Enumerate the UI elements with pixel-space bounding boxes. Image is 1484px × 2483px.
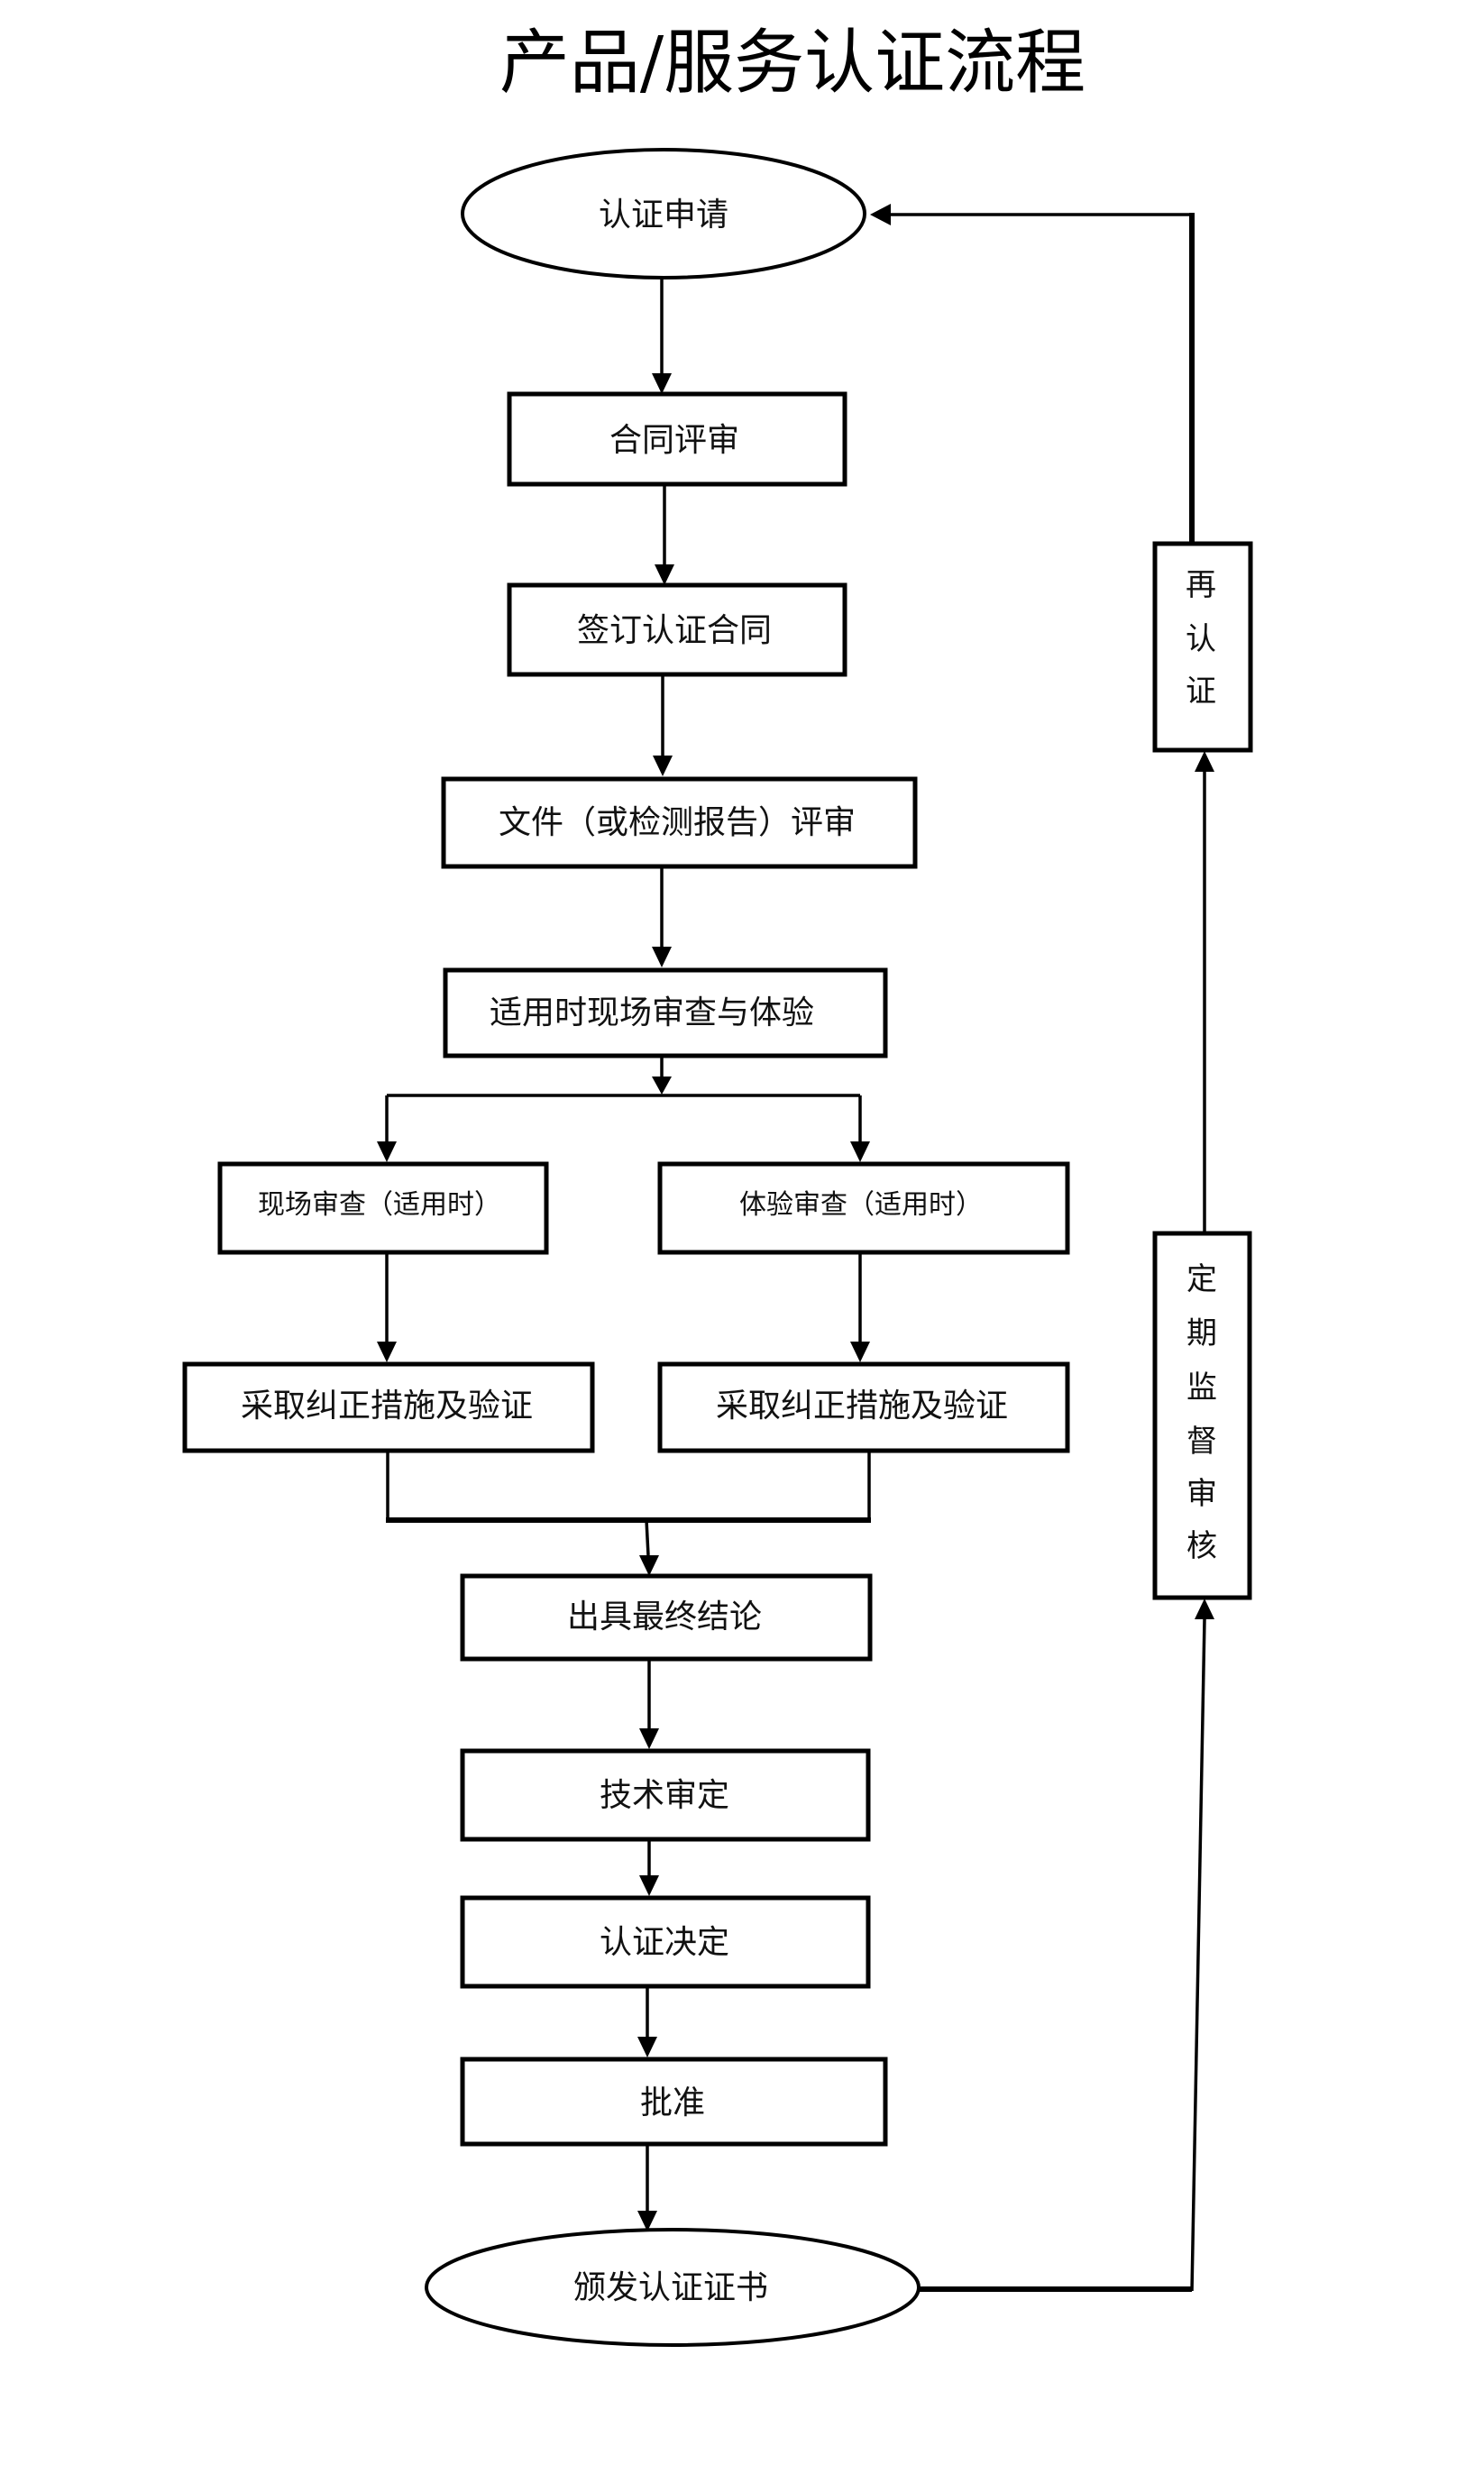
process-box <box>460 1895 871 1989</box>
node-technical-review: 技术审定 <box>460 1748 871 1842</box>
connector-issue-up-to-surveillance <box>1190 1618 1206 2292</box>
process-box <box>507 582 847 677</box>
vertical-char: 定 <box>1186 1261 1217 1297</box>
process-box <box>182 1361 595 1453</box>
node-label: 合同评审 <box>609 422 739 459</box>
process-box <box>217 1161 549 1255</box>
node-label: 适用时现场审查与体验 <box>490 994 814 1031</box>
process-box <box>460 1748 871 1842</box>
node-label: 认证申请 <box>599 197 728 234</box>
vertical-char: 审 <box>1186 1476 1217 1512</box>
arrowhead-icon <box>637 2211 657 2231</box>
node-doc-review: 文件（或检测报告）评审 <box>441 776 918 869</box>
vertical-char: 再 <box>1186 567 1216 603</box>
arrowhead-icon <box>639 1555 659 1576</box>
process-box <box>441 776 918 869</box>
vertical-char: 监 <box>1186 1370 1217 1406</box>
node-experience-audit: 体验审查（适用时） <box>657 1161 1070 1255</box>
process-box <box>657 1161 1070 1255</box>
arrowhead-icon <box>637 2037 657 2057</box>
vertical-char: 证 <box>1186 673 1216 710</box>
node-recert: 再 认 证 <box>1152 541 1253 753</box>
vertical-char: 督 <box>1186 1424 1217 1460</box>
vertical-char: 期 <box>1186 1315 1217 1351</box>
node-sign-contract: 签订认证合同 <box>507 582 847 677</box>
node-surveillance: 定 期 监 督 审 核 <box>1152 1231 1252 1600</box>
process-box <box>507 391 847 487</box>
process-box <box>460 2057 888 2147</box>
connectors <box>377 204 1214 2292</box>
vertical-char: 核 <box>1186 1528 1217 1564</box>
start-ellipse <box>461 148 866 279</box>
node-contract-review: 合同评审 <box>507 391 847 487</box>
arrowhead-icon <box>1195 1599 1214 1619</box>
process-box <box>657 1361 1070 1453</box>
arrowhead-icon <box>652 947 672 967</box>
end-ellipse <box>425 2228 921 2347</box>
process-box <box>1152 1231 1252 1600</box>
node-apply: 认证申请 <box>461 148 866 279</box>
process-box <box>460 1573 873 1662</box>
node-corrective-left: 采取纠正措施及验证 <box>182 1361 595 1453</box>
node-onsite-and-experience: 适用时现场审查与体验 <box>443 967 888 1058</box>
node-final-conclusion: 出具最终结论 <box>460 1573 873 1662</box>
node-approval: 批准 <box>460 2057 888 2147</box>
arrowhead-icon <box>850 1342 870 1362</box>
arrowhead-icon <box>870 204 891 225</box>
arrowhead-icon <box>655 564 674 585</box>
page-title: 产品/服务认证流程 <box>499 23 1086 104</box>
node-label: 颁发认证证书 <box>573 2269 768 2306</box>
arrowhead-icon <box>652 1077 672 1095</box>
node-label: 文件（或检测报告）评审 <box>499 804 856 841</box>
node-label: 认证决定 <box>600 1924 729 1961</box>
arrowhead-icon <box>850 1141 870 1162</box>
arrowhead-icon <box>377 1141 397 1162</box>
node-label: 采取纠正措施及验证 <box>241 1388 533 1425</box>
process-box <box>1152 541 1253 753</box>
node-cert-decision: 认证决定 <box>460 1895 871 1989</box>
node-label: 签订认证合同 <box>577 612 772 649</box>
node-label: 现场审查（适用时） <box>258 1189 501 1221</box>
node-label: 批准 <box>640 2084 705 2121</box>
arrowhead-icon <box>1195 751 1214 772</box>
arrowhead-icon <box>377 1342 397 1362</box>
node-corrective-right: 采取纠正措施及验证 <box>657 1361 1070 1453</box>
vertical-char: 认 <box>1186 621 1216 657</box>
arrowhead-icon <box>653 756 673 776</box>
node-label: 出具最终结论 <box>567 1599 762 1635</box>
node-issue-cert: 颁发认证证书 <box>425 2228 921 2347</box>
arrowhead-icon <box>639 1875 659 1896</box>
process-box <box>443 967 888 1058</box>
node-onsite-audit: 现场审查（适用时） <box>217 1161 549 1255</box>
arrowhead-icon <box>652 373 672 394</box>
node-label: 采取纠正措施及验证 <box>716 1388 1008 1425</box>
arrowhead-icon <box>639 1728 659 1749</box>
node-label: 技术审定 <box>600 1777 729 1814</box>
node-label: 体验审查（适用时） <box>739 1189 983 1221</box>
connector-merge-to-final <box>645 1519 650 1556</box>
